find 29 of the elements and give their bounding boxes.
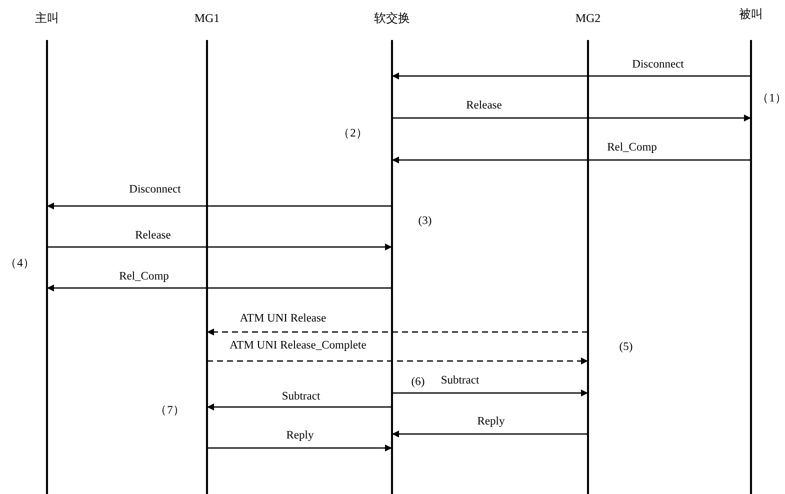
edge-label: Reply (476, 416, 506, 428)
participant-name: MG2 (575, 10, 601, 26)
participant-name: 软交换 (374, 10, 410, 26)
step-number: (6) (411, 376, 425, 388)
arrow (207, 358, 588, 364)
arrow (207, 404, 392, 410)
arrow (392, 156, 751, 164)
arrow (392, 430, 588, 438)
participant-name: MG1 (194, 10, 220, 26)
step-number: （4） (5, 256, 35, 270)
edge-label: ATM UNI Release_Complete (228, 340, 368, 352)
step-number: （2） (338, 126, 368, 140)
arrow (207, 328, 588, 336)
participant-name: 主叫 (35, 10, 59, 26)
step-number: （1） (757, 92, 785, 106)
arrow (207, 444, 392, 452)
arrow (47, 202, 392, 210)
arrow (392, 390, 588, 396)
step-number: （7） (155, 404, 185, 418)
arrow (47, 244, 392, 250)
arrow (392, 114, 751, 122)
edge-label: Rel_Comp (606, 142, 658, 154)
arrow (392, 72, 751, 80)
step-number: (5) (619, 341, 633, 353)
participant-name: 被叫 (739, 6, 763, 22)
edge-label: Rel_Comp (118, 270, 170, 284)
step-number: (3) (418, 215, 432, 227)
edge-label: Reply (285, 430, 315, 442)
arrow (47, 284, 392, 292)
